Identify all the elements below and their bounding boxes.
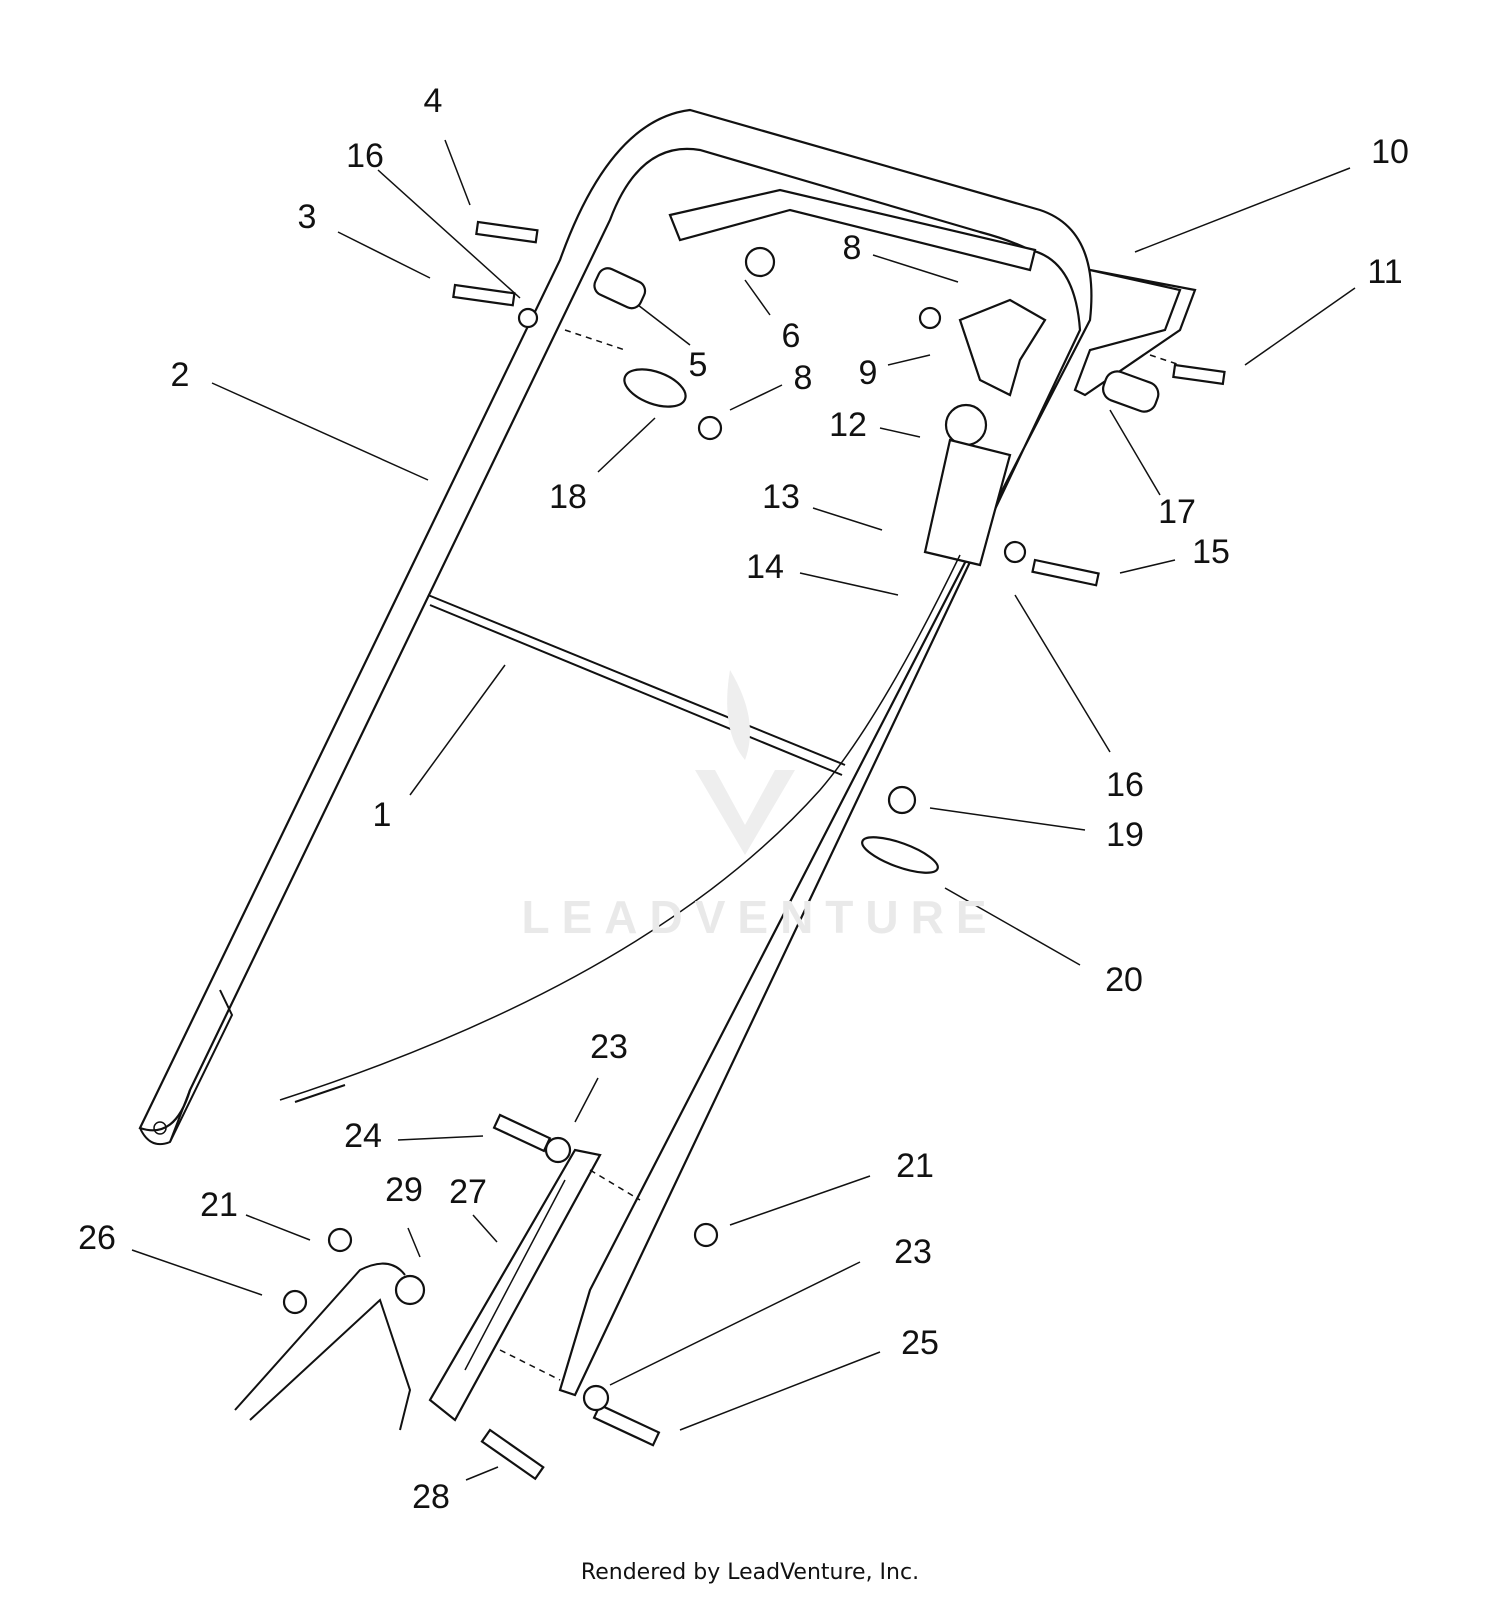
nut-19 xyxy=(887,785,917,815)
callout-label: 24 xyxy=(344,1117,382,1155)
bolt-3 xyxy=(452,283,516,307)
callout-label: 19 xyxy=(1106,816,1144,854)
control-cable xyxy=(279,554,961,1101)
nut-8 xyxy=(697,415,723,441)
leader-lines xyxy=(131,139,1356,1481)
callout-label: 17 xyxy=(1158,493,1196,531)
callout-label: 21 xyxy=(896,1147,934,1185)
bolt-24 xyxy=(492,1113,552,1153)
callout-label: 16 xyxy=(1106,766,1144,804)
washer-16 xyxy=(1003,540,1027,564)
callout-label: 28 xyxy=(412,1478,450,1516)
bolt-28 xyxy=(480,1428,545,1481)
callout-label: 27 xyxy=(449,1173,487,1211)
bolt-25 xyxy=(592,1403,661,1447)
callout-label: 23 xyxy=(894,1233,932,1271)
watermark-text: LEADVENTURE xyxy=(521,891,999,943)
upper-handle-tube xyxy=(138,108,1093,1397)
callout-label: 10 xyxy=(1371,133,1409,171)
washer-23-upper xyxy=(544,1136,572,1164)
washer-23-lower xyxy=(582,1384,610,1412)
callout-label: 25 xyxy=(901,1324,939,1362)
bolt-4 xyxy=(475,220,539,244)
footer-credit: Rendered by LeadVenture, Inc. xyxy=(580,1560,920,1585)
callout-label: 12 xyxy=(829,406,867,444)
callout-label: 4 xyxy=(423,82,443,120)
control-lever xyxy=(923,298,1047,567)
callout-label: 16 xyxy=(346,137,384,175)
callout-label: 11 xyxy=(1367,253,1403,291)
callout-label: 26 xyxy=(78,1219,116,1257)
bushing-5 xyxy=(593,267,647,310)
cable-end xyxy=(294,1084,346,1103)
cross-bar xyxy=(427,594,846,776)
callout-label: 9 xyxy=(858,354,878,392)
callout-label: 21 xyxy=(200,1186,238,1224)
callout-label: 15 xyxy=(1192,533,1230,571)
callout-label: 8 xyxy=(842,229,862,267)
callout-label: 29 xyxy=(385,1171,423,1209)
bushing-29 xyxy=(394,1274,426,1306)
nut-8-upper xyxy=(918,306,942,330)
callout-label: 18 xyxy=(549,478,587,516)
callout-label: 3 xyxy=(297,198,317,236)
lower-bracket xyxy=(428,1148,602,1422)
watermark-logo-icon xyxy=(695,670,795,855)
callout-label: 20 xyxy=(1105,961,1143,999)
callout-label: 13 xyxy=(762,478,800,516)
nut-21-left xyxy=(327,1227,353,1253)
callout-label: 2 xyxy=(170,356,190,394)
callout-label: 23 xyxy=(590,1028,628,1066)
nut-26 xyxy=(282,1289,308,1315)
bolt-15 xyxy=(1031,558,1100,587)
callout-label: 5 xyxy=(688,346,708,384)
callout-label: 6 xyxy=(781,317,801,355)
knob-17 xyxy=(1102,370,1160,413)
callout-label: 14 xyxy=(746,548,784,586)
control-panel xyxy=(668,188,1197,397)
nut-21-right xyxy=(693,1222,719,1248)
callout-label: 8 xyxy=(793,359,813,397)
clip-18 xyxy=(623,368,687,408)
bolt-11 xyxy=(1172,363,1226,386)
lower-handle-section xyxy=(234,1262,412,1431)
cable-tie xyxy=(861,836,939,874)
nut-6 xyxy=(744,246,776,278)
washer-16-upper xyxy=(517,307,539,329)
callout-label: 1 xyxy=(372,796,392,834)
